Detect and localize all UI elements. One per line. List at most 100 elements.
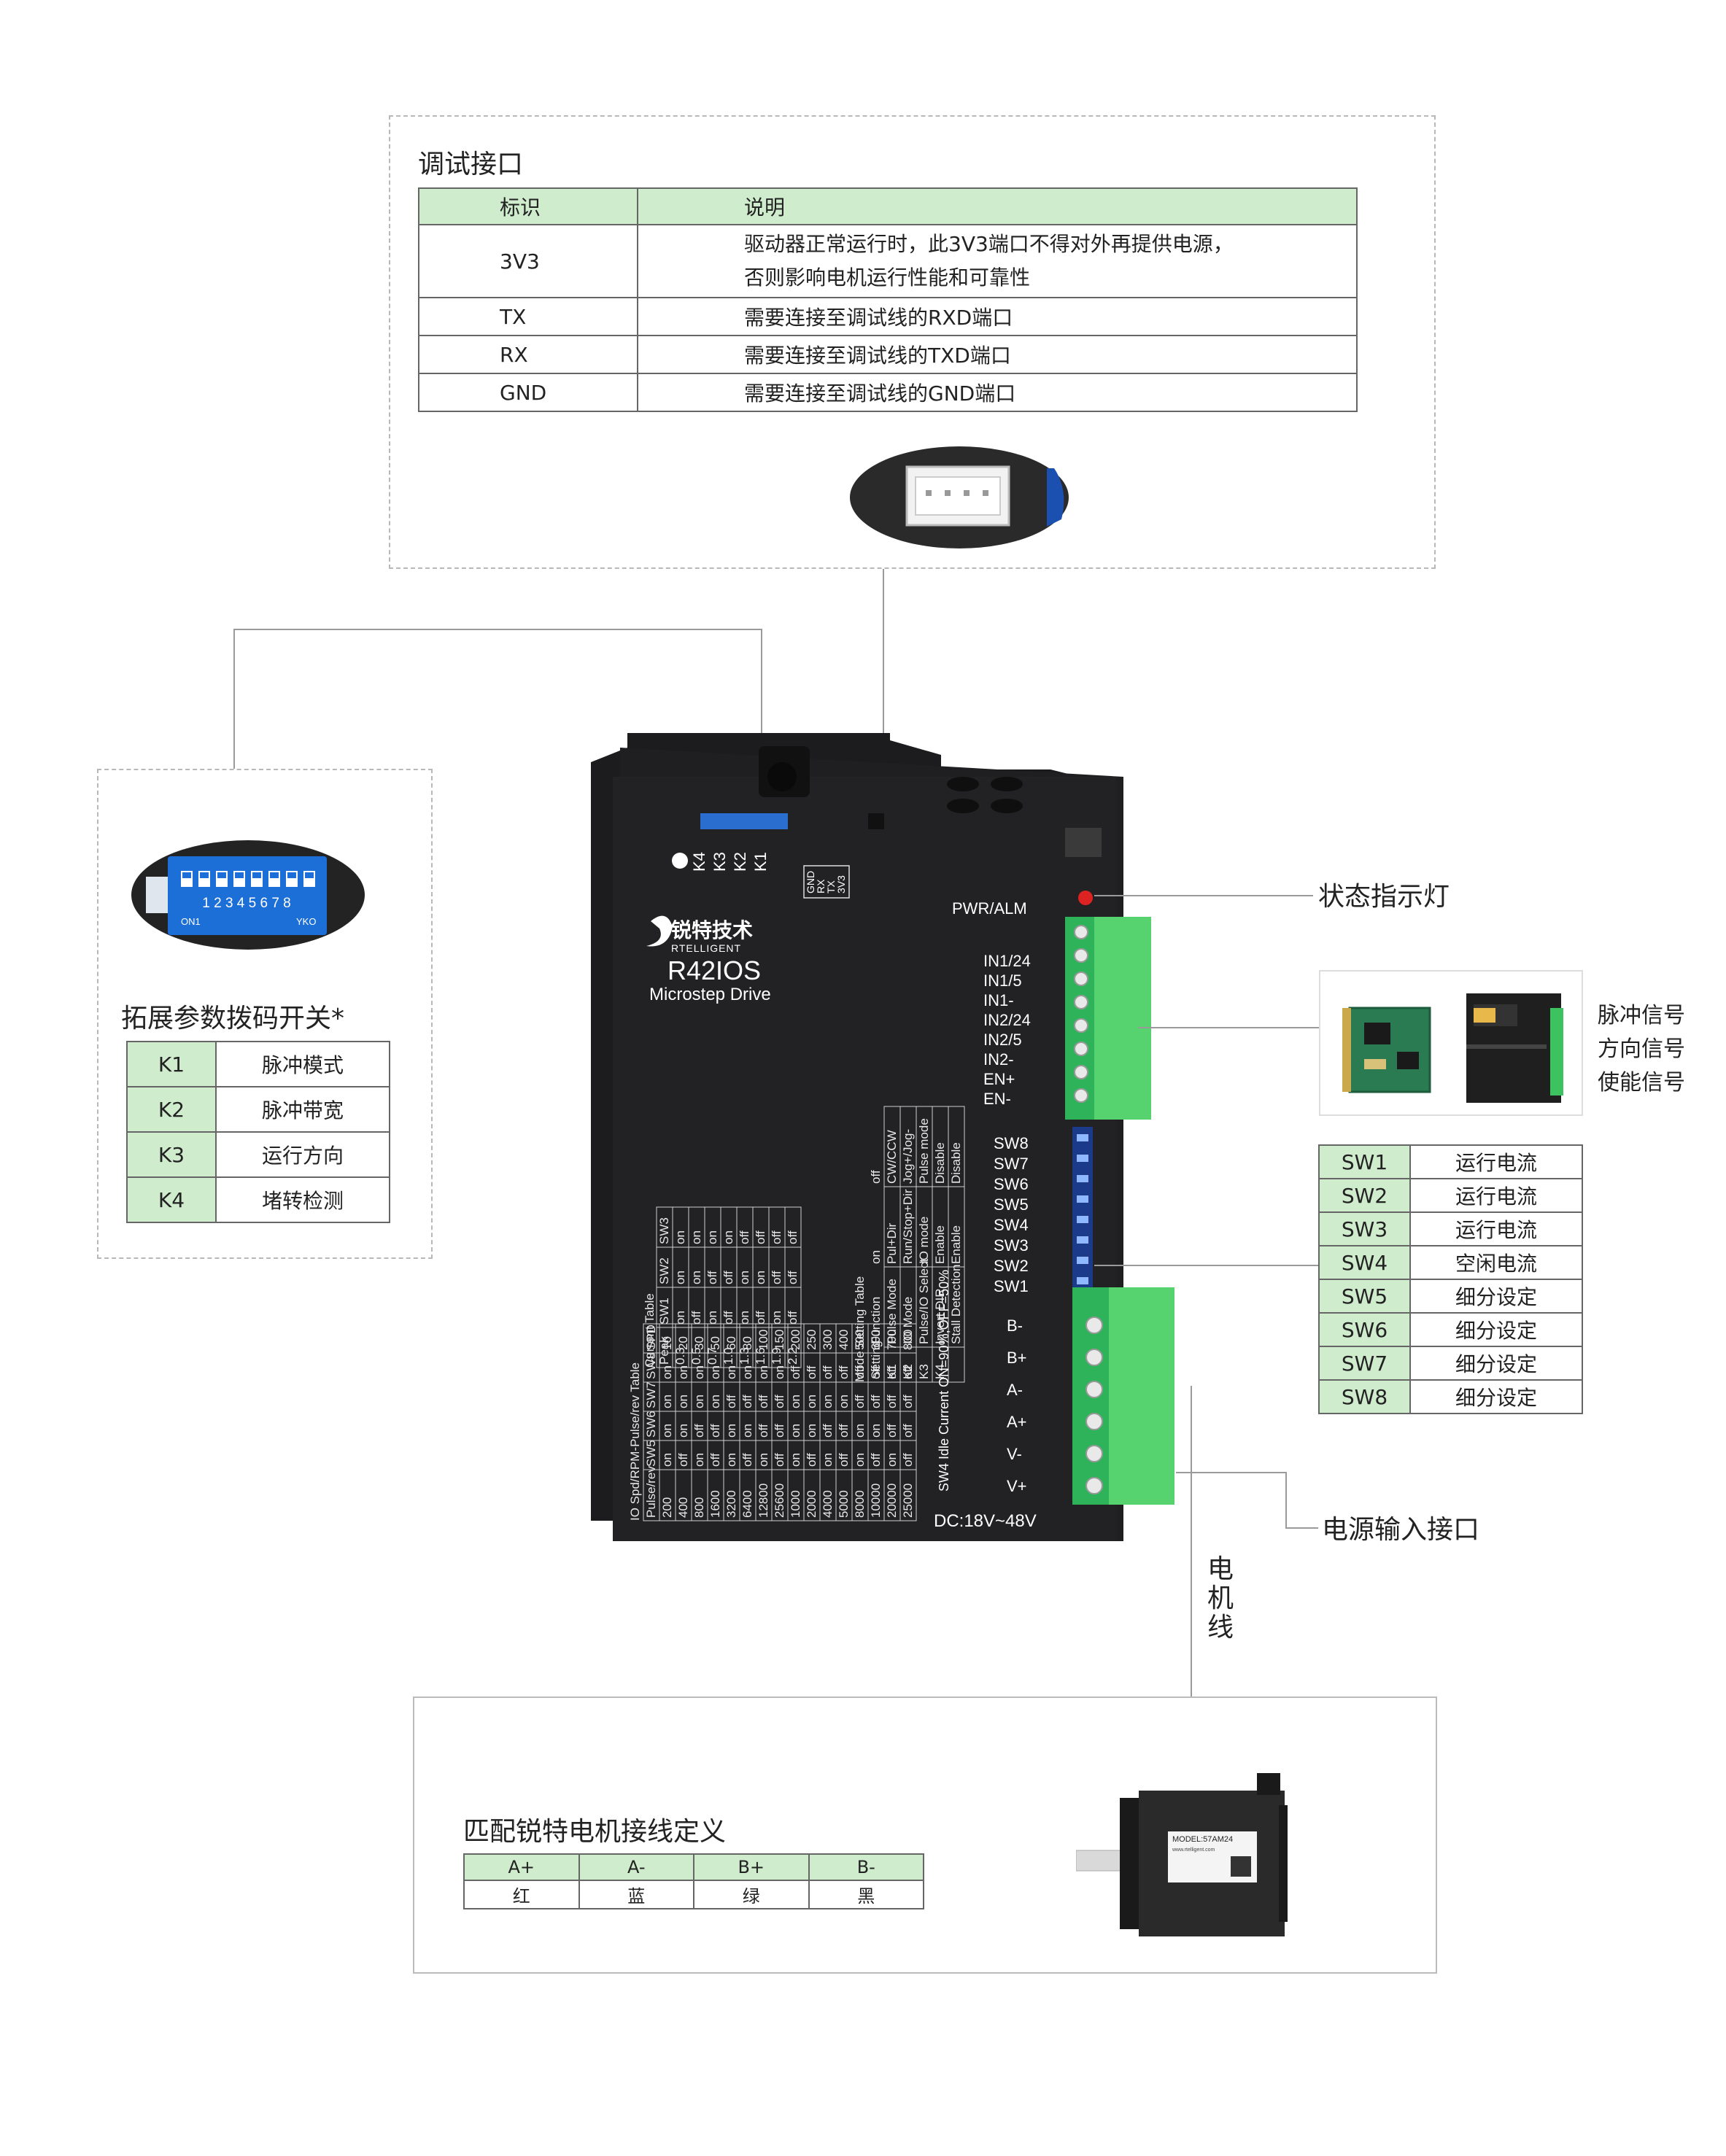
driver-sw-pin: SW7 [994, 1155, 1029, 1173]
pulse-table-header: SW8 [644, 1352, 658, 1379]
current-table-cell: on [705, 1230, 719, 1244]
debug-row-desc: 需要连接至调试线的TXD端口 [637, 335, 1358, 374]
sw-row-key: SW6 [1318, 1312, 1411, 1347]
pulse-table-cell: 8000 [853, 1490, 867, 1518]
pulse-table-cell: on [789, 1395, 802, 1408]
debug-row: 3V3 驱动器正常运行时，此3V3端口不得对外再提供电源， 否则影响电机运行性能… [418, 224, 1358, 298]
pulse-table-cell: off [821, 1424, 835, 1438]
debug-leader-line [883, 569, 884, 831]
driver-power-pin: B+ [1007, 1349, 1027, 1367]
driver-subtitle: Microstep Drive [649, 985, 771, 1004]
pulse-table-cell: 10 [660, 1336, 674, 1350]
driver-power-pin: A+ [1007, 1413, 1027, 1431]
pulse-table-cell: 12800 [756, 1484, 770, 1518]
debug-row: TX 需要连接至调试线的RXD端口 [418, 297, 1358, 336]
driver-k-label: K3 [711, 852, 729, 872]
debug-row-desc2: 否则影响电机运行性能和可靠性 [744, 265, 1031, 290]
dip-leader-line-v2 [761, 629, 762, 834]
driver-io-pin: IN2/5 [983, 1031, 1022, 1049]
power-leader-line-v [1285, 1472, 1287, 1527]
current-table-cell: off [705, 1271, 719, 1284]
pulse-table-cell: on [724, 1424, 738, 1438]
pulse-table-cell: 6400 [740, 1490, 754, 1518]
pulse-table-cell: on [740, 1424, 754, 1438]
current-table-header: Peak [657, 1336, 671, 1365]
sw-leader-line [1094, 1265, 1318, 1266]
power-leader-line-h2 [1285, 1527, 1318, 1529]
driver-model: R42IOS [667, 955, 761, 985]
pulse-table-cell: off [773, 1395, 786, 1408]
pulse-table-cell: 20000 [885, 1484, 899, 1518]
pulse-table-cell: 300 [821, 1330, 835, 1350]
pulse-table-cell: on [660, 1424, 674, 1438]
motor-leader-line [1191, 1386, 1192, 1697]
pulse-table-cell: on [692, 1453, 706, 1467]
pulse-table-cell: 80 [740, 1336, 754, 1350]
driver-power-pin: V+ [1007, 1477, 1027, 1495]
pulse-table-cell: on [708, 1365, 722, 1379]
dip-row-val: 堵转检测 [215, 1176, 390, 1223]
pulse-table-cell: on [756, 1365, 770, 1379]
driver-sw-pin: SW6 [994, 1175, 1029, 1193]
mode-table-cell: K4 [933, 1364, 947, 1379]
pulse-table-cell: on [789, 1453, 802, 1467]
stepper-motor-image: MODEL:57AM24 www.rtelligent.com [1076, 1773, 1288, 1936]
mode-table-cell: K1 [885, 1364, 899, 1379]
mode-table-cell: Invert DIR [933, 1288, 947, 1344]
pulse-table-cell: 100 [756, 1330, 770, 1350]
pulse-table-cell: on [805, 1424, 819, 1438]
dip-leader-line-h [233, 629, 762, 630]
pulse-table-cell: 200 [789, 1330, 802, 1350]
debug-row-desc: 驱动器正常运行时，此3V3端口不得对外再提供电源， [744, 232, 1234, 256]
driver-debug-pin: GND [805, 871, 816, 893]
current-table-cell: off [754, 1230, 767, 1244]
mode-table-cell: Stall Detection [949, 1264, 963, 1344]
sw-row-val: 空闲电流 [1409, 1245, 1583, 1280]
power-leader-line-h1 [1176, 1472, 1285, 1473]
debug-row-id: TX [418, 297, 638, 336]
sw-row-val: 细分设定 [1409, 1312, 1583, 1347]
pulse-table-cell: 20 [676, 1336, 690, 1350]
pulse-table-cell: off [837, 1453, 851, 1467]
pulse-table-cell: on [805, 1395, 819, 1408]
dip-switch-table: K1 脉冲模式 K2 脉冲带宽 K3 运行方向 K4 堵转检测 [126, 1041, 390, 1223]
pulse-table-cell: on [756, 1453, 770, 1467]
current-table-cell: off [786, 1271, 800, 1284]
pulse-table-cell: off [805, 1365, 819, 1379]
dip-row: K4 堵转检测 [126, 1176, 390, 1223]
sw-row-val: 运行电流 [1409, 1211, 1583, 1246]
pulse-card-image [1342, 1007, 1431, 1093]
current-table-cell: 1.0 [721, 1347, 735, 1365]
pulse-table-cell: 150 [773, 1330, 786, 1350]
dip-switch-image: 1 2 3 4 5 6 7 8 ON1 YKO [131, 840, 365, 950]
current-table-cell: on [738, 1271, 751, 1284]
sw-row-key: SW1 [1318, 1144, 1411, 1179]
debug-row-id: 3V3 [418, 224, 638, 298]
dip-switch-on-text: ON1 [181, 916, 201, 927]
driver-idle-note: SW4 Idle Current ON=90%,OFF=50% [937, 1270, 951, 1492]
pulse-table-header: SW5 [644, 1440, 658, 1467]
motor-wiring-title: 匹配锐特电机接线定义 [463, 1817, 727, 1847]
pulse-table-cell: on [837, 1395, 851, 1408]
motor-wire-color: 黑 [808, 1880, 924, 1909]
pulse-table-cell: on [676, 1365, 690, 1379]
status-led-label: 状态指示灯 [1318, 882, 1450, 912]
led-leader-line [1094, 895, 1313, 896]
debug-connector-image [850, 446, 1069, 548]
pulse-table-cell: off [708, 1453, 722, 1467]
pulse-table-cell: on [708, 1395, 722, 1408]
driver-brand-cn: 锐特技术 [671, 918, 753, 942]
signal-label: 方向信号 [1598, 1036, 1685, 1062]
pulse-table-cell: on [660, 1453, 674, 1467]
current-table-cell: on [689, 1271, 703, 1284]
driver-debug-pin: RX [815, 879, 827, 893]
mode-table-header: Function [869, 1297, 883, 1344]
current-table-cell: off [689, 1311, 703, 1325]
signal-labels: 脉冲信号 方向信号 使能信号 [1598, 999, 1685, 1100]
current-table-cell: on [673, 1311, 687, 1325]
sw-row-val: 运行电流 [1409, 1178, 1583, 1213]
